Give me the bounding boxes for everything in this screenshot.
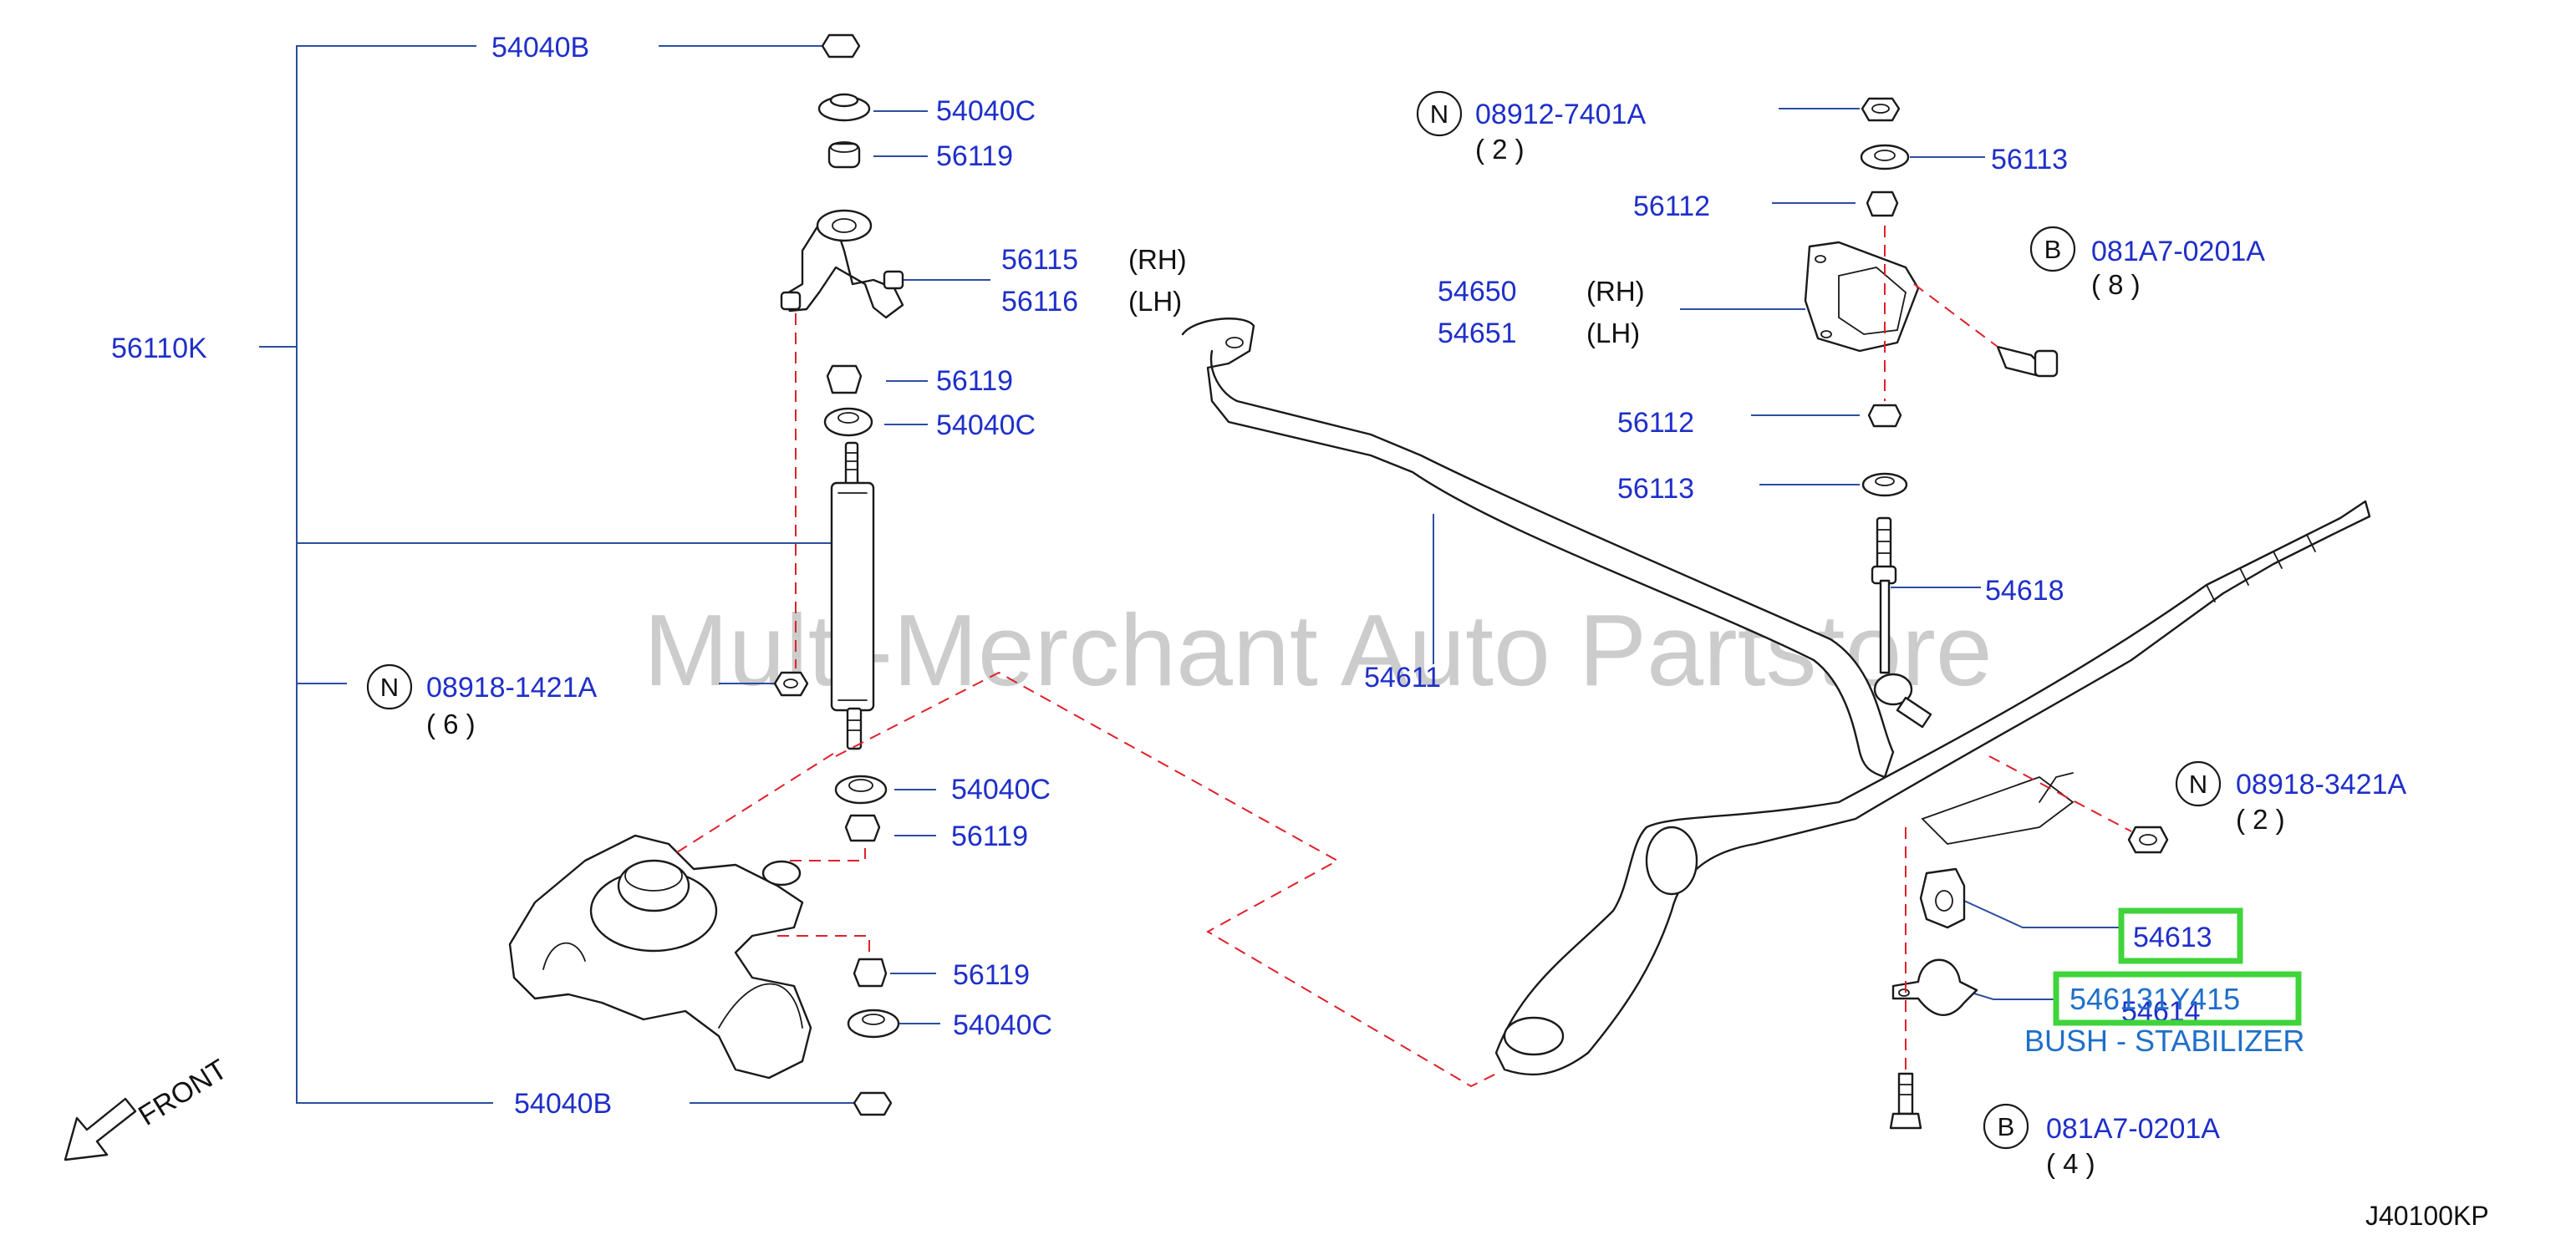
highlight-box-546131Y415 xyxy=(2053,971,2302,1026)
svg-text:N: N xyxy=(1430,99,1448,129)
nut-icon xyxy=(821,33,861,58)
highlight-box-54613 xyxy=(2118,907,2243,964)
part-54040C-4[interactable]: 54040C xyxy=(953,1009,1052,1041)
b-marker-icon: B xyxy=(1983,1103,2029,1150)
part-56116[interactable]: 56116 xyxy=(1001,286,1078,318)
svg-text:B: B xyxy=(1998,1112,2015,1141)
part-56119-3[interactable]: 56119 xyxy=(951,821,1028,852)
part-54040B-bottom[interactable]: 54040B xyxy=(514,1088,612,1120)
front-arrow-icon xyxy=(64,1097,137,1161)
part-08918-1421A[interactable]: 08918-1421A xyxy=(426,672,598,704)
side-rh-54650: (RH) xyxy=(1586,276,1645,307)
qty-081A7-0201A-2: ( 4 ) xyxy=(2046,1148,2095,1179)
front-arrow: FRONT xyxy=(64,1054,233,1161)
b-marker-icon: B xyxy=(2029,226,2076,272)
qty-08918-3421A: ( 2 ) xyxy=(2236,804,2285,835)
part-54651[interactable]: 54651 xyxy=(1438,318,1517,349)
part-54040C-1[interactable]: 54040C xyxy=(936,95,1036,127)
stabilizer-bar xyxy=(1181,318,1895,779)
stabilizer-leaders xyxy=(1433,108,2119,1000)
part-546131Y415[interactable]: 546131Y415 xyxy=(2069,982,2240,1016)
dashed-link xyxy=(835,671,1497,1088)
part-54650[interactable]: 54650 xyxy=(1438,276,1517,307)
part-description-bush-stabilizer: BUSH - STABILIZER xyxy=(2024,1024,2304,1058)
side-rh-56115: (RH) xyxy=(1128,244,1187,275)
stabilizer-link-hardware xyxy=(1804,97,2169,1130)
svg-text:B: B xyxy=(2044,235,2062,264)
n-marker-icon: N xyxy=(1416,90,1463,137)
part-54613[interactable]: 54613 xyxy=(2133,922,2212,953)
part-54040C-2[interactable]: 54040C xyxy=(936,409,1036,441)
part-54618[interactable]: 54618 xyxy=(1985,575,2064,607)
part-081A7-0201A-1[interactable]: 081A7-0201A xyxy=(2091,236,2265,267)
side-lh-54651: (LH) xyxy=(1586,318,1640,348)
part-56115[interactable]: 56115 xyxy=(1001,244,1078,276)
n-marker-icon: N xyxy=(2175,760,2222,807)
part-56113-1[interactable]: 56113 xyxy=(1991,144,2068,175)
part-56113-2[interactable]: 56113 xyxy=(1617,473,1694,505)
part-56119-2[interactable]: 56119 xyxy=(936,365,1013,397)
qty-08918-1421A: ( 6 ) xyxy=(426,709,476,739)
part-56119-4[interactable]: 56119 xyxy=(953,959,1030,991)
left-labels: 54040B 54040C 56119 56115 (RH) 56116 (LH… xyxy=(111,32,1187,1120)
part-54040C-3[interactable]: 54040C xyxy=(951,774,1051,805)
qty-081A7-0201A-1: ( 8 ) xyxy=(2091,269,2141,300)
shock-absorber-assembly xyxy=(773,33,904,1116)
front-label: FRONT xyxy=(133,1054,232,1132)
right-labels: N 08912-7401A ( 2 ) 56113 56112 54650 (R… xyxy=(1364,90,2407,1179)
part-081A7-0201A-2[interactable]: 081A7-0201A xyxy=(2046,1113,2220,1145)
part-08912-7401A[interactable]: 08912-7401A xyxy=(1475,99,1647,130)
part-56112-1[interactable]: 56112 xyxy=(1633,191,1710,222)
part-54611[interactable]: 54611 xyxy=(1364,662,1441,694)
part-54040B-top[interactable]: 54040B xyxy=(491,32,589,64)
part-56119-1[interactable]: 56119 xyxy=(936,140,1013,172)
svg-text:N: N xyxy=(2189,770,2207,799)
part-08918-3421A[interactable]: 08918-3421A xyxy=(2236,769,2407,800)
part-56110K[interactable]: 56110K xyxy=(111,333,207,364)
n-marker-icon: N xyxy=(366,663,413,710)
diagram-code: J40100KP xyxy=(2365,1201,2489,1231)
side-lh-56116: (LH) xyxy=(1128,286,1182,317)
knuckle-assembly xyxy=(508,751,870,1080)
part-56112-2[interactable]: 56112 xyxy=(1617,407,1694,439)
svg-text:N: N xyxy=(380,673,399,702)
bracket-56110K xyxy=(259,45,990,1104)
crossmember xyxy=(1494,500,2371,1076)
qty-08912-7401A: ( 2 ) xyxy=(1475,134,1525,165)
